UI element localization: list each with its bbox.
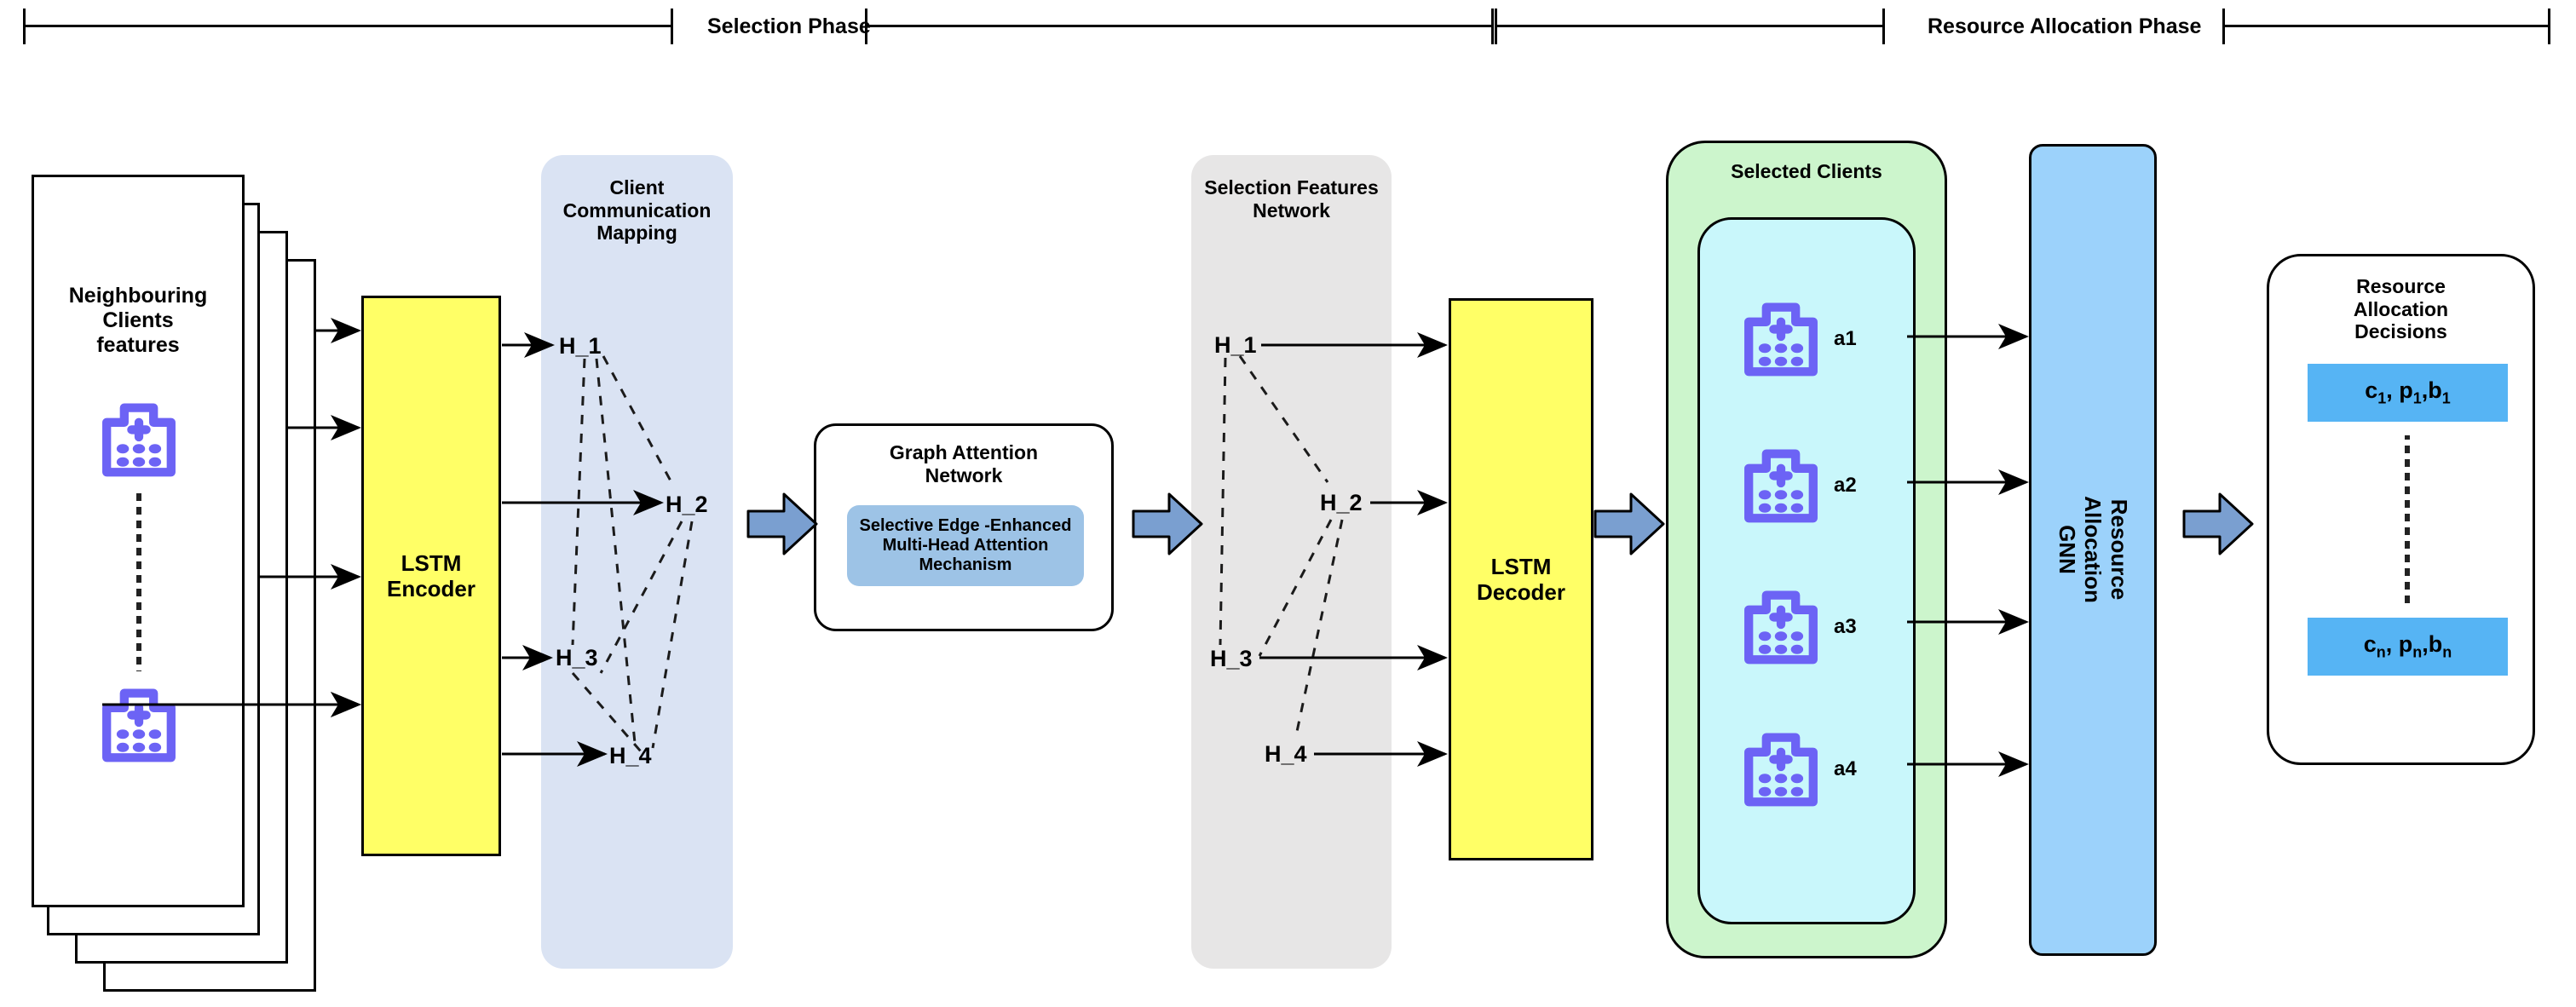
phase-bracket-bar: Selection Phase Resource Allocation Phas… [0,0,2576,51]
selection-phase-right-line [865,25,1491,27]
sfn-node-h1: H_1 [1214,332,1257,358]
resource-allocation-ellipsis [2405,435,2410,606]
resource-phase-left-line [1495,25,1882,27]
resource-phase-right-tick [2548,9,2550,44]
graph-attention-network-title: Graph Attention Network [889,441,1039,486]
selection-features-network-panel: Selection Features Network [1191,155,1392,969]
selection-phase-right-tick [1491,9,1494,44]
selected-client-a2-label: a2 [1834,474,1857,497]
attention-mechanism-label: Selective Edge -Enhanced Multi-Head Atte… [859,515,1072,575]
selection-features-network-title: Selection Features Network [1204,176,1379,222]
ccm-node-h4: H_4 [609,743,652,768]
hospital-icon [1734,720,1828,814]
selected-clients-title: Selected Clients [1731,160,1882,182]
hospital-icon [1734,578,1828,671]
resource-allocation-gnn-label: Resource Allocation GNN [2054,496,2133,604]
selection-phase-mid-tick-left [671,9,673,44]
selection-phase-label: Selection Phase [707,14,871,38]
resource-allocation-row-last: cn, pn,bn [2308,618,2508,676]
attention-mechanism-badge: Selective Edge -Enhanced Multi-Head Atte… [847,505,1084,586]
selected-client-a3: a3 [1734,578,1896,680]
lstm-encoder-box: LSTM Encoder [361,296,501,856]
input-stack-title: Neighbouring Clients features [68,284,208,357]
flow-arrow-ccm-to-gat [746,492,818,555]
selected-client-a3-label: a3 [1834,615,1857,638]
lstm-decoder-label: LSTM Decoder [1476,553,1566,605]
resource-allocation-row-first-text: c1, p1,b1 [2365,377,2451,407]
graph-attention-network-box: Graph Attention Network Selective Edge -… [814,423,1114,631]
resource-phase-mid-tick-left [1882,9,1885,44]
sfn-node-h4: H_4 [1265,741,1307,767]
selected-client-a2: a2 [1734,436,1896,538]
resource-allocation-gnn-box: Resource Allocation GNN [2029,144,2157,956]
hospital-icon [1734,290,1828,383]
selected-clients-inner-panel [1697,217,1916,924]
ccm-node-h1: H_1 [559,333,602,359]
resource-allocation-phase-label: Resource Allocation Phase [1928,14,2202,38]
hospital-icon [1734,436,1828,530]
resource-phase-right-line [2222,25,2548,27]
client-communication-mapping-title: Client Communication Mapping [562,176,712,245]
resource-allocation-row-first: c1, p1,b1 [2308,364,2508,422]
resource-allocation-row-last-text: cn, pn,bn [2363,631,2452,661]
ccm-node-h3: H_3 [556,645,598,670]
selection-phase-left-line [23,25,671,27]
hospital-icon [92,390,186,484]
flow-arrow-decoder-to-clients [1593,492,1665,555]
resource-allocation-decisions-box: Resource Allocation Decisions c1, p1,b1 … [2267,254,2535,765]
sfn-node-h2: H_2 [1320,490,1363,515]
flow-arrow-gnn-to-decisions [2182,492,2254,555]
sfn-node-h3: H_3 [1210,646,1253,671]
lstm-decoder-box: LSTM Decoder [1449,298,1593,860]
hospital-icon [92,676,186,769]
selected-client-a1: a1 [1734,290,1896,392]
selected-client-a4-label: a4 [1834,757,1857,780]
ccm-node-h2: H_2 [666,492,708,517]
selected-client-a4: a4 [1734,720,1896,822]
client-communication-mapping-panel: Client Communication Mapping [541,155,733,969]
input-stack-ellipsis [136,492,141,671]
input-card-front: Neighbouring Clients features [32,175,245,907]
lstm-encoder-label: LSTM Encoder [386,550,476,601]
resource-allocation-decisions-title: Resource Allocation Decisions [2353,275,2449,343]
selected-client-a1-label: a1 [1834,327,1857,350]
